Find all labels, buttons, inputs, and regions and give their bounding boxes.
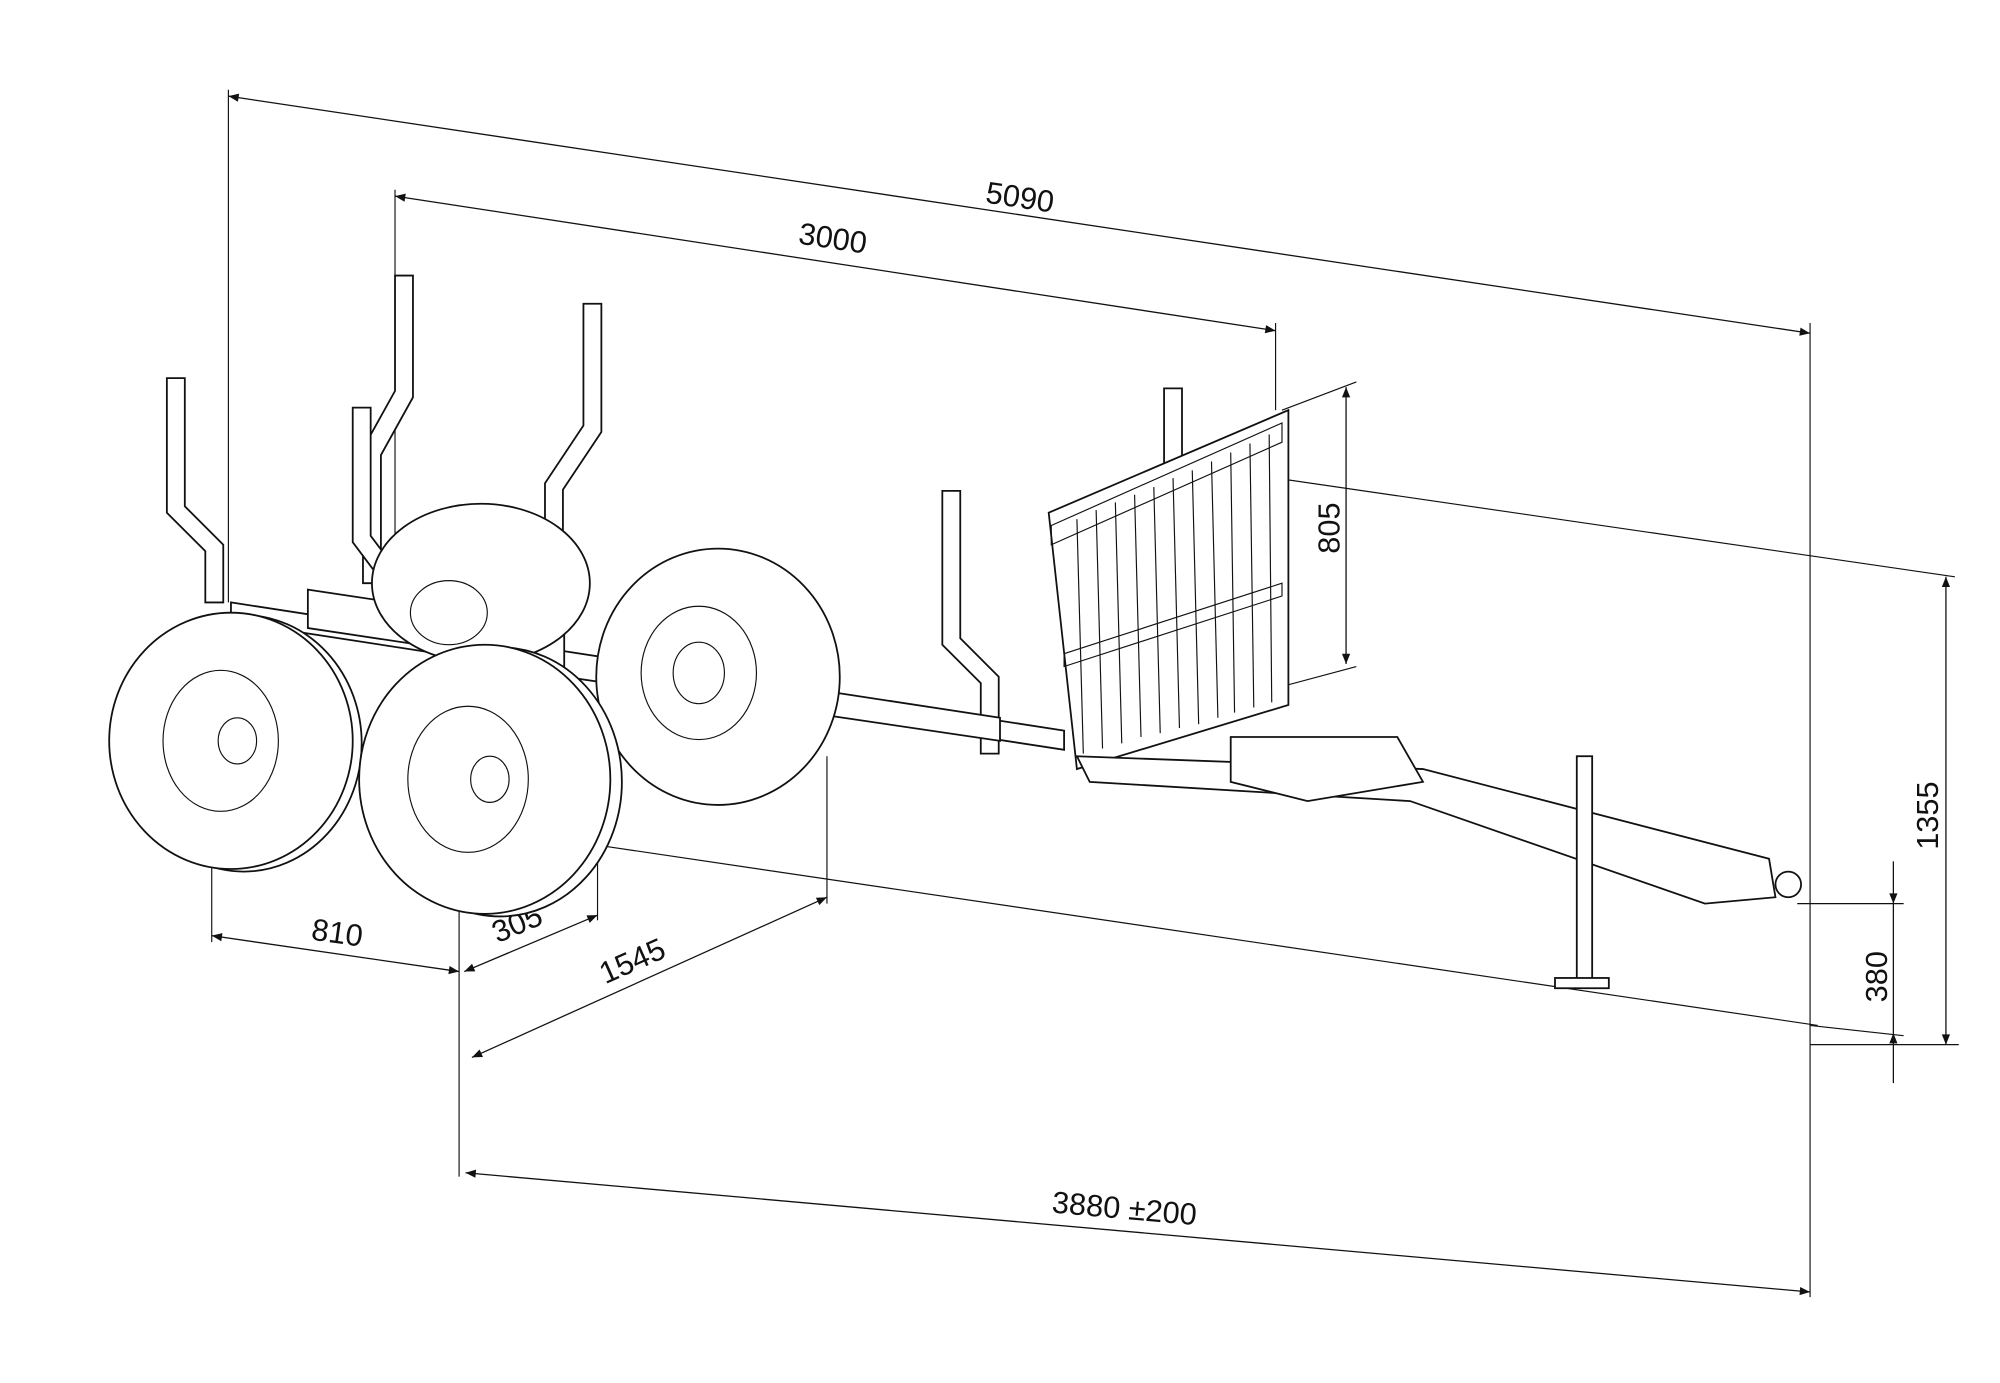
dimension-grille-height: 805: [1312, 502, 1347, 553]
stakes: [165, 274, 1183, 755]
front-right-wheel: [358, 643, 623, 918]
grille-bars: [1076, 434, 1273, 754]
dimension-wheel-width: 810: [309, 912, 365, 954]
dimension-track-width: 1545: [594, 931, 671, 991]
dimension-overall-height: 1355: [1910, 781, 1945, 849]
support-leg: [1554, 755, 1610, 990]
rear-right-wheel: [595, 547, 841, 806]
drawbar: [1075, 736, 1802, 905]
dimension-lines: [211, 93, 1951, 1296]
trailer-illustration: [108, 274, 1802, 990]
dimension-drawbar-length: 3880 ±200: [1051, 1185, 1199, 1233]
dimension-bunk-length: 3000: [796, 216, 869, 261]
dimension-drawbar-height: 380: [1859, 951, 1894, 1002]
front-left-wheel: [108, 611, 363, 873]
rear-left-wheel: [371, 502, 591, 664]
dimension-overall-length: 5090: [984, 175, 1057, 220]
front-grille: [1047, 408, 1290, 771]
